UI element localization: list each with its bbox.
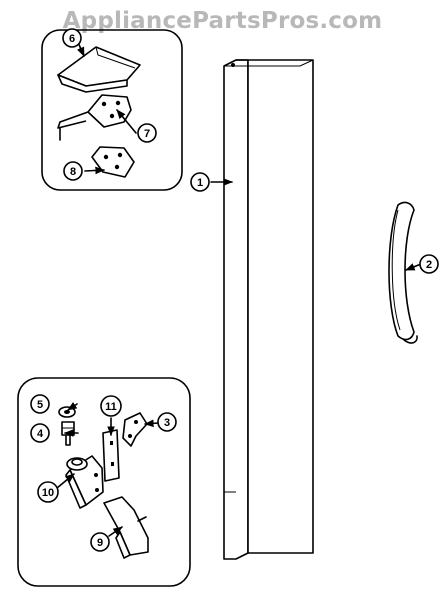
callout-label: 3 [164,417,170,429]
callout-3: 3 [157,412,177,432]
bottom-hinge-part[interactable] [65,455,104,509]
callout-8: 8 [63,161,83,181]
cover-part[interactable] [57,46,141,93]
hinge-plate-part[interactable] [91,146,135,178]
callout-label: 6 [69,33,75,45]
callout-1: 1 [190,172,210,192]
callout-label: 11 [105,401,117,413]
washer-part[interactable] [58,406,76,418]
top-inset-panel [41,29,183,191]
callout-label: 8 [70,166,76,178]
callout-label: 9 [97,537,103,549]
callout-10: 10 [37,481,59,503]
callout-label: 2 [426,259,432,271]
callout-label: 10 [42,487,54,499]
callout-label: 4 [37,428,44,440]
callout-4: 4 [30,423,50,443]
callout-2: 2 [419,254,439,274]
callout-label: 5 [37,399,43,411]
callout-9: 9 [90,532,110,552]
bottom-cover-part[interactable] [103,496,149,559]
callout-5: 5 [30,394,50,414]
hinge-bracket-part[interactable] [122,412,148,447]
handle[interactable] [388,201,418,344]
top-hinge-part[interactable] [57,94,132,141]
callout-label: 1 [197,177,203,189]
callout-label: 7 [144,128,150,140]
callout-6: 6 [62,28,82,48]
shim-part[interactable] [102,429,120,482]
door-panel[interactable] [223,59,314,560]
callout-11: 11 [100,395,122,417]
callout-7: 7 [137,123,157,143]
